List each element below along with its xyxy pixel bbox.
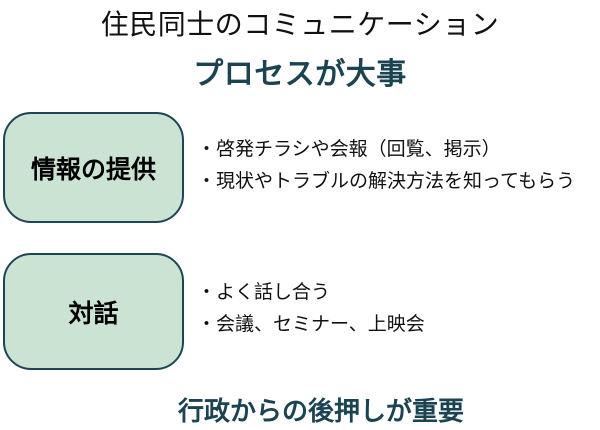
bullet-item: ・啓発チラシや会報（回覧、掲示）: [197, 139, 501, 160]
page-title: 住民同士のコミュニケーション: [100, 9, 500, 40]
info-provision-box: 情報の提供: [3, 112, 184, 223]
info-provision-bullet-list: ・啓発チラシや会報（回覧、掲示） ・現状やトラブルの解決方法を知ってもらう: [197, 134, 575, 198]
footer-note: 行政からの後押しが重要: [177, 396, 464, 426]
dialogue-box-label: 対話: [68, 299, 119, 328]
bullet-item: ・現状やトラブルの解決方法を知ってもらう: [197, 171, 576, 192]
dialogue-bullet-list: ・よく話し合う ・会議、セミナー、上映会: [197, 277, 425, 341]
info-provision-box-label: 情報の提供: [30, 155, 156, 184]
page-subtitle: プロセスが大事: [193, 58, 407, 91]
bullet-item: ・会議、セミナー、上映会: [197, 314, 425, 335]
dialogue-box: 対話: [3, 253, 184, 370]
bullet-item: ・よく話し合う: [197, 282, 331, 303]
